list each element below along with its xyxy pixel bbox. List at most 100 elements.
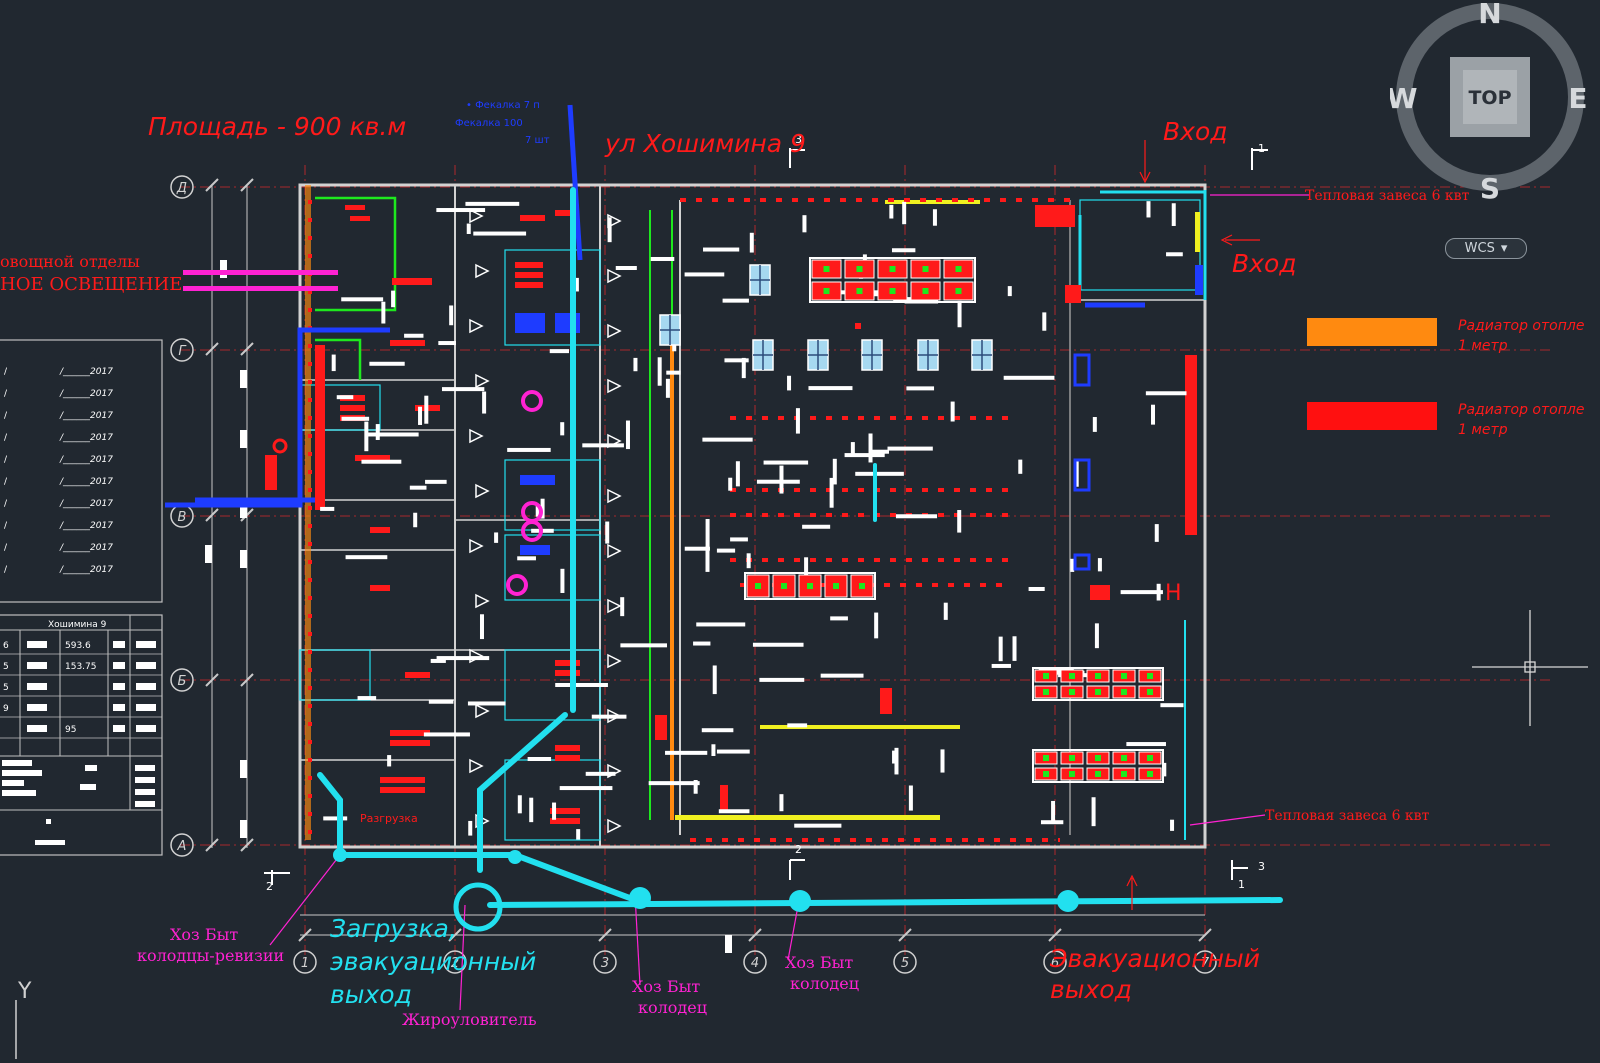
legend-sublabel: 1 метр [1458,422,1508,438]
left-note-2: НОЕ ОСВЕЩЕНИЕ [0,274,182,295]
riser-note-1: • Фекалка 7 п [466,100,540,111]
dimension-lines [205,178,1212,942]
section-mark-label: 3 [1258,860,1265,873]
loading-label-1: Загрузка, [330,914,457,943]
grid-bubble-col: 6 [1043,950,1067,974]
well-label-1b: колодцы-ревизии [137,946,284,965]
compass-south[interactable]: S [1480,172,1500,205]
grid-bubble-col: 4 [743,950,767,974]
riser-note-2: Фекалка 100 [455,118,523,129]
riser-note-3: 7 шт [525,135,550,146]
table-cell-num: 9 [3,704,9,714]
cyan-partitions [299,190,1207,841]
grid-row-label: В [178,510,187,525]
legend-label: Радиатор отопле [1458,318,1584,334]
table-cell-value: 95 [65,725,76,735]
stamp-row-text: /______2017 [59,389,113,399]
grid-col-label: 2 [451,956,459,971]
shelving [305,185,1200,840]
unloading-label: Разгрузка [360,812,418,825]
stamp-row-text: /______2017 [59,543,113,553]
grid-bubble-row: Г [170,338,194,362]
section-mark-label: 2 [795,843,802,856]
svg-text:/: / [4,565,8,575]
room-h-label: H [1165,581,1182,606]
stamp-row-text: /______2017 [59,477,113,487]
compass-east[interactable]: E [1568,82,1587,115]
grid-col-label: 4 [751,956,759,971]
svg-text:/: / [4,455,8,465]
grid-row-label: Б [178,674,187,689]
table-cell-value: 593.6 [65,641,91,651]
table-cell-num: 6 [3,641,9,651]
viewcube[interactable]: TOP N S E W [1387,0,1590,205]
svg-text:/: / [4,389,8,399]
legend-swatch [1307,402,1437,430]
plan-labels: Площадь - 900 кв.м ул Хошимина 9 Вход Вх… [0,100,1470,1029]
grid-bubbles: Д Г В Б А 1 2 3 4 5 6 7 [170,175,1217,974]
blue-equipment [515,265,1203,555]
section-markers [264,148,1268,885]
grid-bubble-row: Б [170,668,194,692]
viewcube-face-label: TOP [1468,87,1511,109]
section-mark-label: 3 [795,133,802,146]
svg-text:/: / [4,477,8,487]
stamp-row-text: /______2017 [59,455,113,465]
curtain-label-top: Тепловая завеса 6 квт [1305,188,1470,204]
table-cell-num: 5 [3,683,9,693]
stamp-row-text: /______2017 [59,499,113,509]
sewer-wells [333,848,1079,932]
compass-west[interactable]: W [1387,82,1418,115]
display-islands [659,257,1164,783]
svg-text:/: / [4,433,8,443]
section-mark-label: 1 [1258,142,1265,155]
stamp-row-text: /______2017 [59,367,113,377]
grid-col-label: 1 [301,956,309,971]
crosshair-cursor [1472,610,1588,726]
compass-ring[interactable] [1396,3,1584,191]
grid-bubble-col: 3 [593,950,617,974]
left-note-1: овощной отделы [0,252,140,271]
well-label-3b: колодец [790,974,859,993]
stamp-block: /______2017 / /______2017 / /______2017 / /___… [0,339,163,603]
svg-text:/: / [4,367,8,377]
ucs-icon: Y [15,979,32,1059]
green-partitions [315,196,673,820]
entrance-arrows [1126,140,1260,910]
wcs-dropdown[interactable]: WCS ▾ [1445,238,1527,259]
cable-routes [308,198,1070,842]
sewer-network [317,187,1283,908]
grid-row-label: Д [176,181,187,196]
grid-bubble-col: 5 [893,950,917,974]
grid-bubble-col: 7 [1193,950,1217,974]
area-title: Площадь - 900 кв.м [148,112,406,141]
well-label-2a: Хоз Быт [632,977,700,996]
grid-bubble-row: А [170,833,194,857]
grid-bubble-col: 2 [443,950,467,974]
stamp-row-text: /______2017 [59,411,113,421]
entrance-label-right: Вход [1232,249,1297,278]
stamp-rows: /______2017 / /______2017 / /______2017 / /___… [4,367,113,575]
grid-row-label: Г [178,344,187,359]
table-cell-num: 5 [3,662,9,672]
grease-trap-label: Жироуловитель [402,1010,537,1029]
ucs-y-label: Y [17,979,32,1004]
compass-north[interactable]: N [1478,0,1501,30]
legend-swatch [1307,318,1437,346]
evac-label-2: выход [1050,975,1132,1004]
wcs-label: WCS [1464,241,1495,256]
magenta-pipes [183,194,1310,1011]
grid-col-label: 5 [901,956,909,971]
table-header: Хошимина 9 [48,620,107,630]
stamp-row-text: /______2017 [59,565,113,575]
curtain-label-bottom: Тепловая завеса 6 квт [1265,808,1430,824]
evac-label-1: Эвакуационный [1049,944,1260,973]
street-label: ул Хошимина 9 [604,129,806,158]
well-label-3a: Хоз Быт [785,953,853,972]
entrance-label-top: Вход [1163,117,1228,146]
